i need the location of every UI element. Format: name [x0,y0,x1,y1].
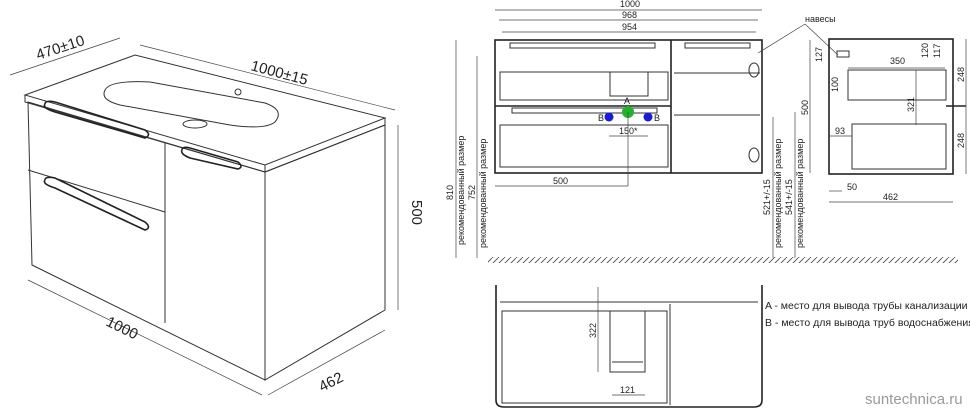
dim-462: 462 [883,192,898,202]
hinge-icon [748,62,760,78]
watermark: suntechnica.ru [865,391,963,408]
dim-1000: 1000 [620,0,640,9]
point-b-water-left [604,112,614,122]
dim-line [27,279,263,396]
label-width-top: 1000±15 [249,57,310,89]
cabinet-side [264,124,386,381]
dim-500-v: 500 [800,100,810,115]
faucet-hole [234,88,242,96]
dim-line [139,44,396,111]
label-height: 500 [408,200,425,225]
dim-line [9,37,121,76]
dim-127: 127 [814,47,824,62]
dim-968: 968 [622,10,637,20]
label-width-bottom: 1000 [103,313,140,343]
hinge-bracket [836,50,850,58]
dim-117: 117 [932,44,942,58]
legend-b: B - место для вывода труб водоснабжения [765,317,970,329]
dim-121: 121 [620,385,635,395]
dim-500-h: 500 [553,176,568,186]
isometric-view: 470±10 1000±15 500 1000 462 [9,32,425,396]
dim-954: 954 [622,22,637,32]
drawer-box [851,123,947,170]
leader-line [804,23,839,56]
dim-248-top: 248 [956,67,966,82]
handle [509,42,656,49]
dim-752: 752 [467,185,477,200]
countertop-edge [24,95,266,173]
top-outline [495,285,763,408]
label-depth-bottom: 462 [316,369,346,396]
drawer-box [847,69,947,101]
dim-521: 521+/-15 [762,179,772,215]
legend-a: A - место для вывода трубы канализации [765,300,968,312]
dim-322: 322 [588,323,598,338]
handle [684,42,751,49]
drawer-box [499,71,669,101]
dim-150: 150* [619,126,638,136]
dim-321: 321 [906,97,916,112]
dim-248-bottom: 248 [956,133,966,148]
front-view: A B B 150* 500 1000 968 954 навесы 810 р… [445,0,958,263]
drain [182,119,208,129]
label-recommended: рекомендованный размер [795,139,805,248]
door-handle [180,146,242,170]
sink-basin [103,81,279,128]
dim-541: 541+/-15 [784,179,794,215]
dim-100: 100 [830,77,840,92]
side-view: 350 120 117 248 248 100 321 93 50 462 [828,38,967,203]
label-depth: 470±10 [34,32,87,64]
top-view: 322 121 [495,285,763,408]
dim-810: 810 [445,185,455,200]
drawer-box [499,124,669,168]
leader-line [757,23,806,54]
dim-line [267,329,386,396]
handle [511,107,658,114]
label-recommended: рекомендованный размер [773,139,783,248]
label-point-b: B [654,113,660,123]
dim-120: 120 [920,43,930,58]
dim-50: 50 [847,182,857,192]
hinge-icon [748,147,760,163]
label-point-b: B [598,113,604,123]
drawer-handle [43,100,150,139]
countertop-side [264,118,386,173]
label-recommended: рекомендованный размер [478,139,488,248]
label-hinges: навесы [805,14,836,24]
label-recommended: рекомендованный размер [456,136,466,245]
dim-350: 350 [890,56,905,66]
dim-93: 93 [835,126,845,136]
siphon-cutout [609,311,646,373]
point-b-water-right [643,112,653,122]
drawer-divider [27,169,166,213]
siphon-cutout [609,71,649,97]
drawer-handle [43,176,150,231]
label-point-a: A [624,96,630,106]
drawer-top [501,310,668,404]
wall-hatch [488,257,958,263]
